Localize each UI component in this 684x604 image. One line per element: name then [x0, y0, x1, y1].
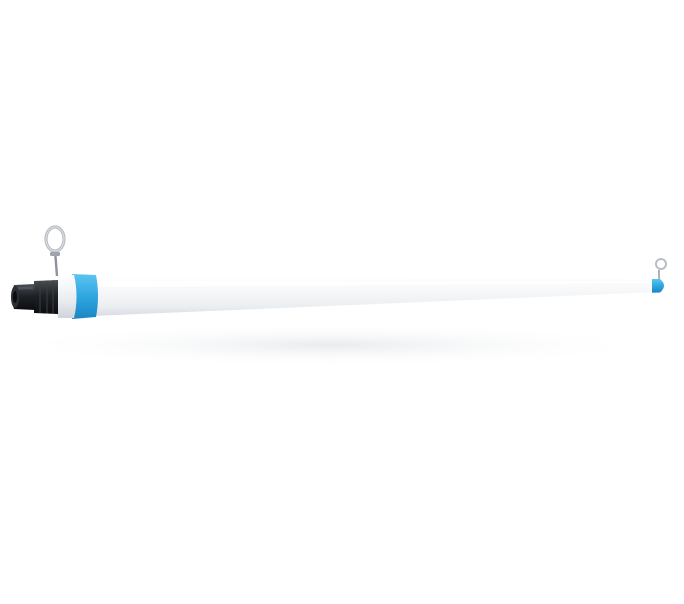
suspension-hook-icon [655, 258, 667, 279]
tube-end-cap-right [652, 279, 664, 293]
floor-shadow [0, 323, 660, 367]
cable-gland-icon [11, 280, 58, 314]
tube-end-cap-left [69, 274, 98, 319]
tube-highlight [96, 281, 655, 287]
end-collar [56, 275, 77, 318]
suspension-hook-icon [44, 225, 66, 277]
